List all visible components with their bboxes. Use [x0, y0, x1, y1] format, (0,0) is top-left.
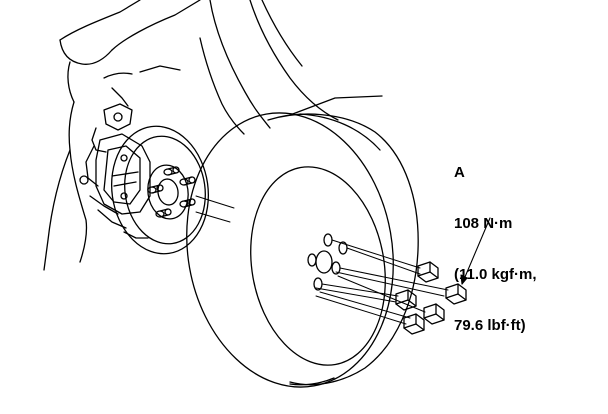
- torque-value-lbf: 79.6 lbf·ft): [454, 317, 526, 334]
- lug-nut-2: [446, 284, 466, 304]
- stud-4: [156, 209, 171, 217]
- wheel-studs: [148, 167, 195, 217]
- brake-rotor: [104, 120, 217, 260]
- torque-value-kgf: (11.0 kgf·m,: [454, 266, 537, 283]
- alignment-lines: [196, 196, 234, 222]
- lug-nut-1: [418, 262, 438, 282]
- lug-nuts: [396, 262, 466, 334]
- stud-2: [180, 177, 195, 185]
- tire: [166, 96, 419, 403]
- stud-1: [164, 167, 179, 175]
- lug-nut-4: [424, 304, 444, 324]
- lug-nut-3: [396, 290, 416, 310]
- vehicle-body-outline: [44, 0, 382, 270]
- stud-guide-lines: [316, 240, 448, 324]
- torque-callout: A 108 N·m (11.0 kgf·m, 79.6 lbf·ft): [454, 130, 537, 351]
- stud-3: [180, 199, 195, 207]
- lug-nut-5: [404, 314, 424, 334]
- callout-leader: [461, 218, 490, 284]
- hub-assembly: [80, 104, 148, 238]
- torque-value-nm: 108 N·m: [454, 215, 513, 232]
- stud-5: [148, 185, 163, 193]
- callout-letter: A: [454, 164, 465, 181]
